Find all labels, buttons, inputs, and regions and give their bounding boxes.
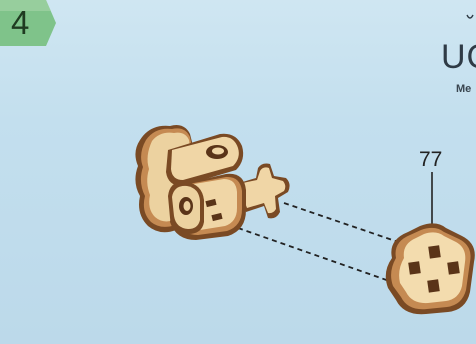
- part-77-hole-left: [408, 261, 421, 274]
- assembly-guide-line-lower: [238, 228, 395, 283]
- part-77-hole-bottom: [427, 279, 440, 292]
- assembly-guide-line-upper: [284, 203, 410, 246]
- wooden-part-77: [386, 223, 475, 314]
- wooden-joint-assembly: [135, 125, 289, 240]
- part-77-hole-top: [428, 245, 441, 258]
- joint-upper-hole-inner: [212, 148, 224, 155]
- joint-lug-hole-inner: [184, 201, 191, 211]
- part-77-hole-right: [447, 261, 460, 274]
